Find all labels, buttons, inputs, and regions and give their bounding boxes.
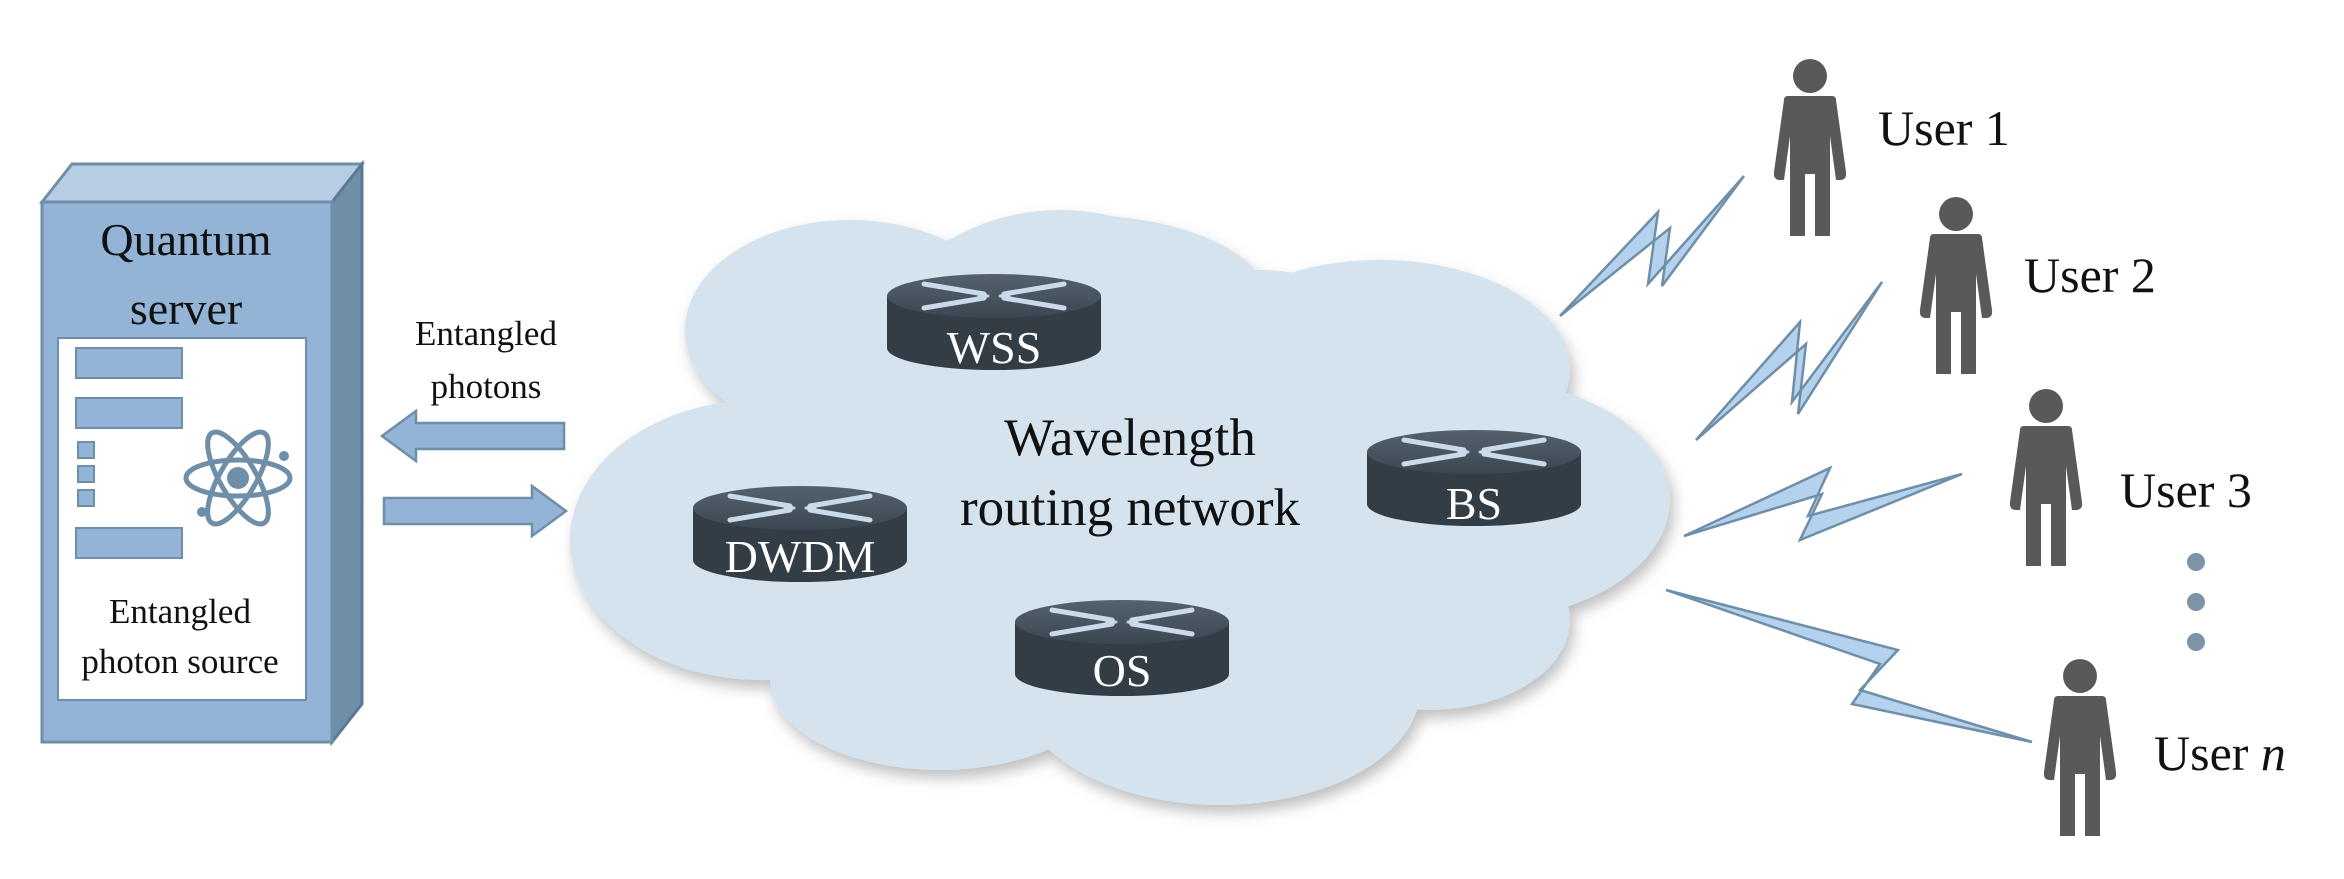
router-bs: BS [1367,430,1581,529]
atom-icon [183,429,293,527]
network-label-line2: routing network [960,479,1301,537]
users: User 1 User 2 User 3 User n [1773,59,2286,836]
user-label-prefix: User [2154,725,2261,781]
routing-network-cloud: Wavelength routing network WSS DWDM BS O… [570,210,1670,805]
user-label: User 3 [2120,462,2252,518]
person-icon [1773,59,1847,236]
user-label: User n [2154,725,2286,781]
user-n: User n [2043,659,2286,836]
arrow-to-network [382,483,569,539]
server-title-line1: Quantum [100,214,271,265]
ellipsis-dots [2187,553,2205,651]
arrow-to-server [379,408,566,464]
router-label-bs: BS [1446,478,1502,529]
photon-link: Entangled photons [379,314,569,539]
person-icon [1919,197,1993,374]
network-label-line1: Wavelength [1004,409,1256,467]
source-label-line1: Entangled [109,592,251,631]
user-3: User 3 [2009,389,2252,566]
wireless-link-usern [1665,588,2033,744]
wireless-links [1559,175,2033,744]
router-label-os: OS [1093,645,1152,696]
person-icon [2009,389,2083,566]
user-label-var: n [2261,725,2286,781]
server-title-line2: server [130,283,242,334]
user-1: User 1 [1773,59,2010,236]
user-label: User 2 [2024,247,2156,303]
person-icon [2043,659,2117,836]
router-label-wss: WSS [947,322,1042,373]
wireless-link-user1 [1559,175,1746,317]
panel-slots [75,347,183,559]
router-label-dwdm: DWDM [725,531,876,582]
source-label-line2: photon source [81,642,278,681]
photons-label-line1: Entangled [415,314,557,353]
router-dwdm: DWDM [693,486,907,582]
wireless-link-user2 [1695,281,1884,441]
router-os: OS [1015,600,1229,696]
quantum-server: Quantum server Entangled photon source [38,159,366,747]
router-wss: WSS [887,274,1101,373]
wireless-link-user3 [1683,465,1963,543]
photons-label-line2: photons [431,367,542,406]
user-2: User 2 [1919,197,2156,374]
user-label: User 1 [1878,100,2010,156]
